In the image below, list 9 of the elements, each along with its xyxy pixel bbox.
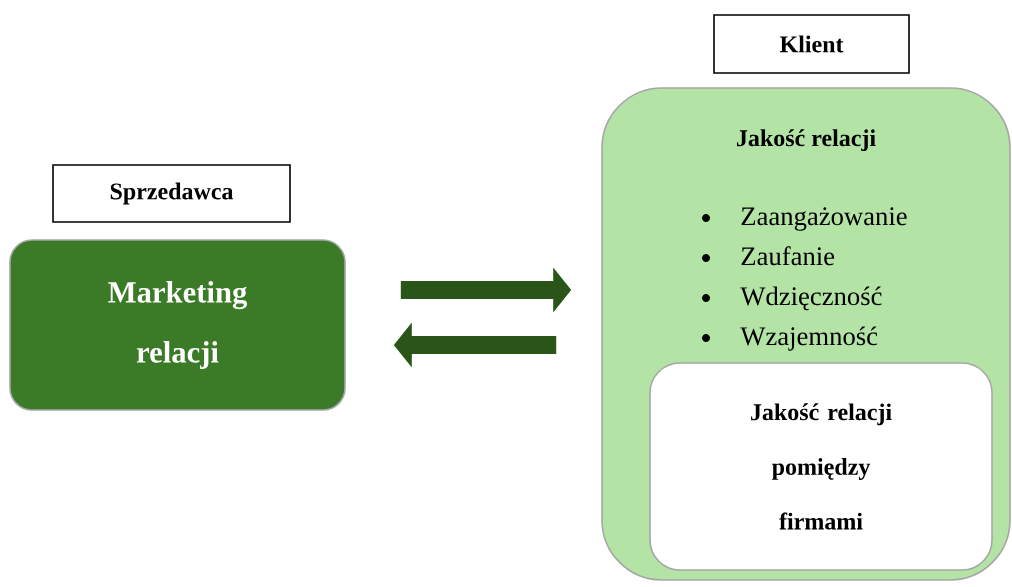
bullet-item: Zaangażowanie: [702, 207, 907, 231]
bullet-item: Wzajemność: [702, 326, 878, 351]
heading: Jakość relacji: [737, 129, 876, 152]
label-box: Sprzedawca: [52, 164, 291, 223]
label-box: Klient: [713, 14, 910, 74]
bullet-item: Wdzięczność: [702, 286, 882, 311]
process-box: Marketing relacji: [9, 239, 346, 411]
inner-box: Jakość relacji pomiędzy firmami: [649, 362, 993, 571]
bullet-item: Zaufanie: [702, 246, 835, 266]
